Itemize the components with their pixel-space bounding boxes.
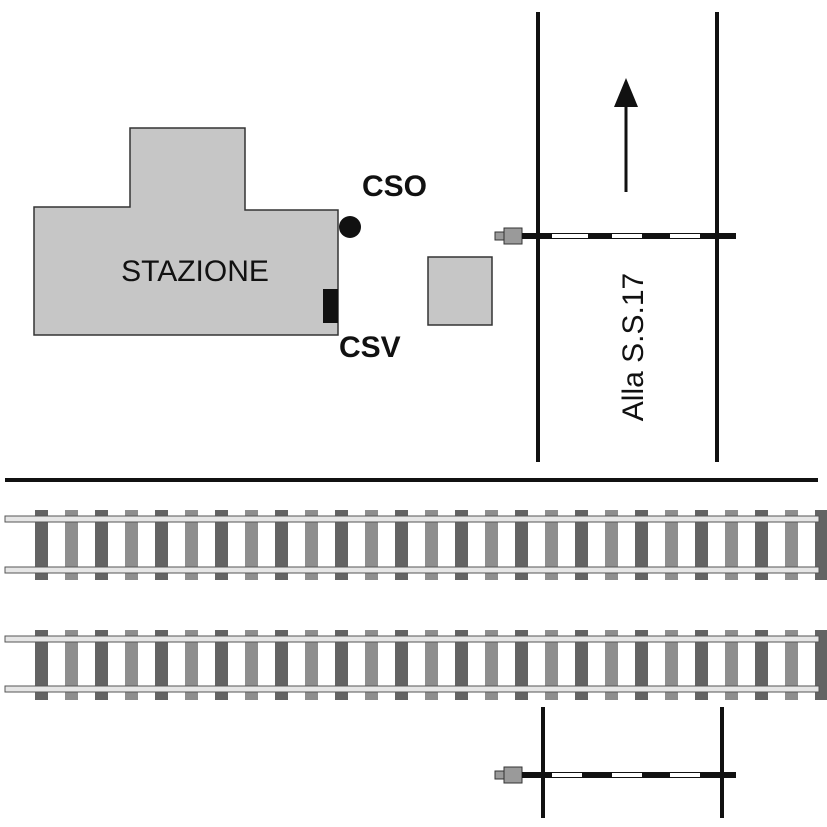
sleeper [725, 510, 738, 580]
sleeper [605, 510, 618, 580]
sleeper [635, 630, 648, 700]
sleeper [65, 630, 78, 700]
sleeper [515, 630, 528, 700]
sleeper [635, 510, 648, 580]
sleeper [125, 510, 138, 580]
csv-label: CSV [339, 331, 401, 364]
sleeper [425, 510, 438, 580]
cso-label: CSO [362, 170, 427, 203]
rail [4, 685, 820, 693]
sleeper [665, 630, 678, 700]
sleeper [455, 630, 468, 700]
sleeper [215, 510, 228, 580]
sleeper [35, 510, 48, 580]
sleeper [695, 630, 708, 700]
sleeper [125, 630, 138, 700]
csv-marker-icon [323, 289, 338, 323]
sleeper [755, 510, 768, 580]
rail [4, 515, 820, 523]
sleeper [575, 510, 588, 580]
sleeper [275, 630, 288, 700]
sleeper [275, 510, 288, 580]
sleeper [665, 510, 678, 580]
bottom-barrier-icon [494, 766, 736, 784]
sleeper [815, 630, 827, 700]
sleeper [485, 630, 498, 700]
sleeper [95, 510, 108, 580]
sleeper [785, 630, 798, 700]
sleeper [815, 510, 827, 580]
sleeper [515, 510, 528, 580]
top-barrier-icon [494, 227, 736, 245]
sleeper [245, 630, 258, 700]
small-building [427, 256, 493, 326]
sleeper [395, 510, 408, 580]
rail [4, 635, 820, 643]
sleeper [185, 630, 198, 700]
rail [4, 566, 820, 574]
sleeper [305, 630, 318, 700]
sleeper [545, 630, 558, 700]
sleeper [35, 630, 48, 700]
sleeper [425, 630, 438, 700]
sleeper [605, 630, 618, 700]
sleeper [215, 630, 228, 700]
track-1 [4, 510, 827, 580]
sleeper [155, 510, 168, 580]
sleeper [95, 630, 108, 700]
track-2 [4, 630, 827, 700]
sleeper [575, 630, 588, 700]
sleeper [155, 630, 168, 700]
sleeper [335, 630, 348, 700]
station-label: STAZIONE [121, 255, 269, 288]
road-label: Alla S.S.17 [617, 273, 650, 421]
sleeper [785, 510, 798, 580]
sleeper [305, 510, 318, 580]
sleeper [335, 510, 348, 580]
sleeper [65, 510, 78, 580]
arrow-up-icon [614, 78, 638, 192]
sleeper [455, 510, 468, 580]
sleeper [725, 630, 738, 700]
sleeper [695, 510, 708, 580]
cso-marker-icon [339, 216, 361, 238]
sleeper [395, 630, 408, 700]
sleeper [365, 510, 378, 580]
sleeper [245, 510, 258, 580]
sleeper [365, 630, 378, 700]
sleeper [185, 510, 198, 580]
sleeper [755, 630, 768, 700]
station-building [33, 127, 339, 336]
sleeper [545, 510, 558, 580]
sleeper [485, 510, 498, 580]
